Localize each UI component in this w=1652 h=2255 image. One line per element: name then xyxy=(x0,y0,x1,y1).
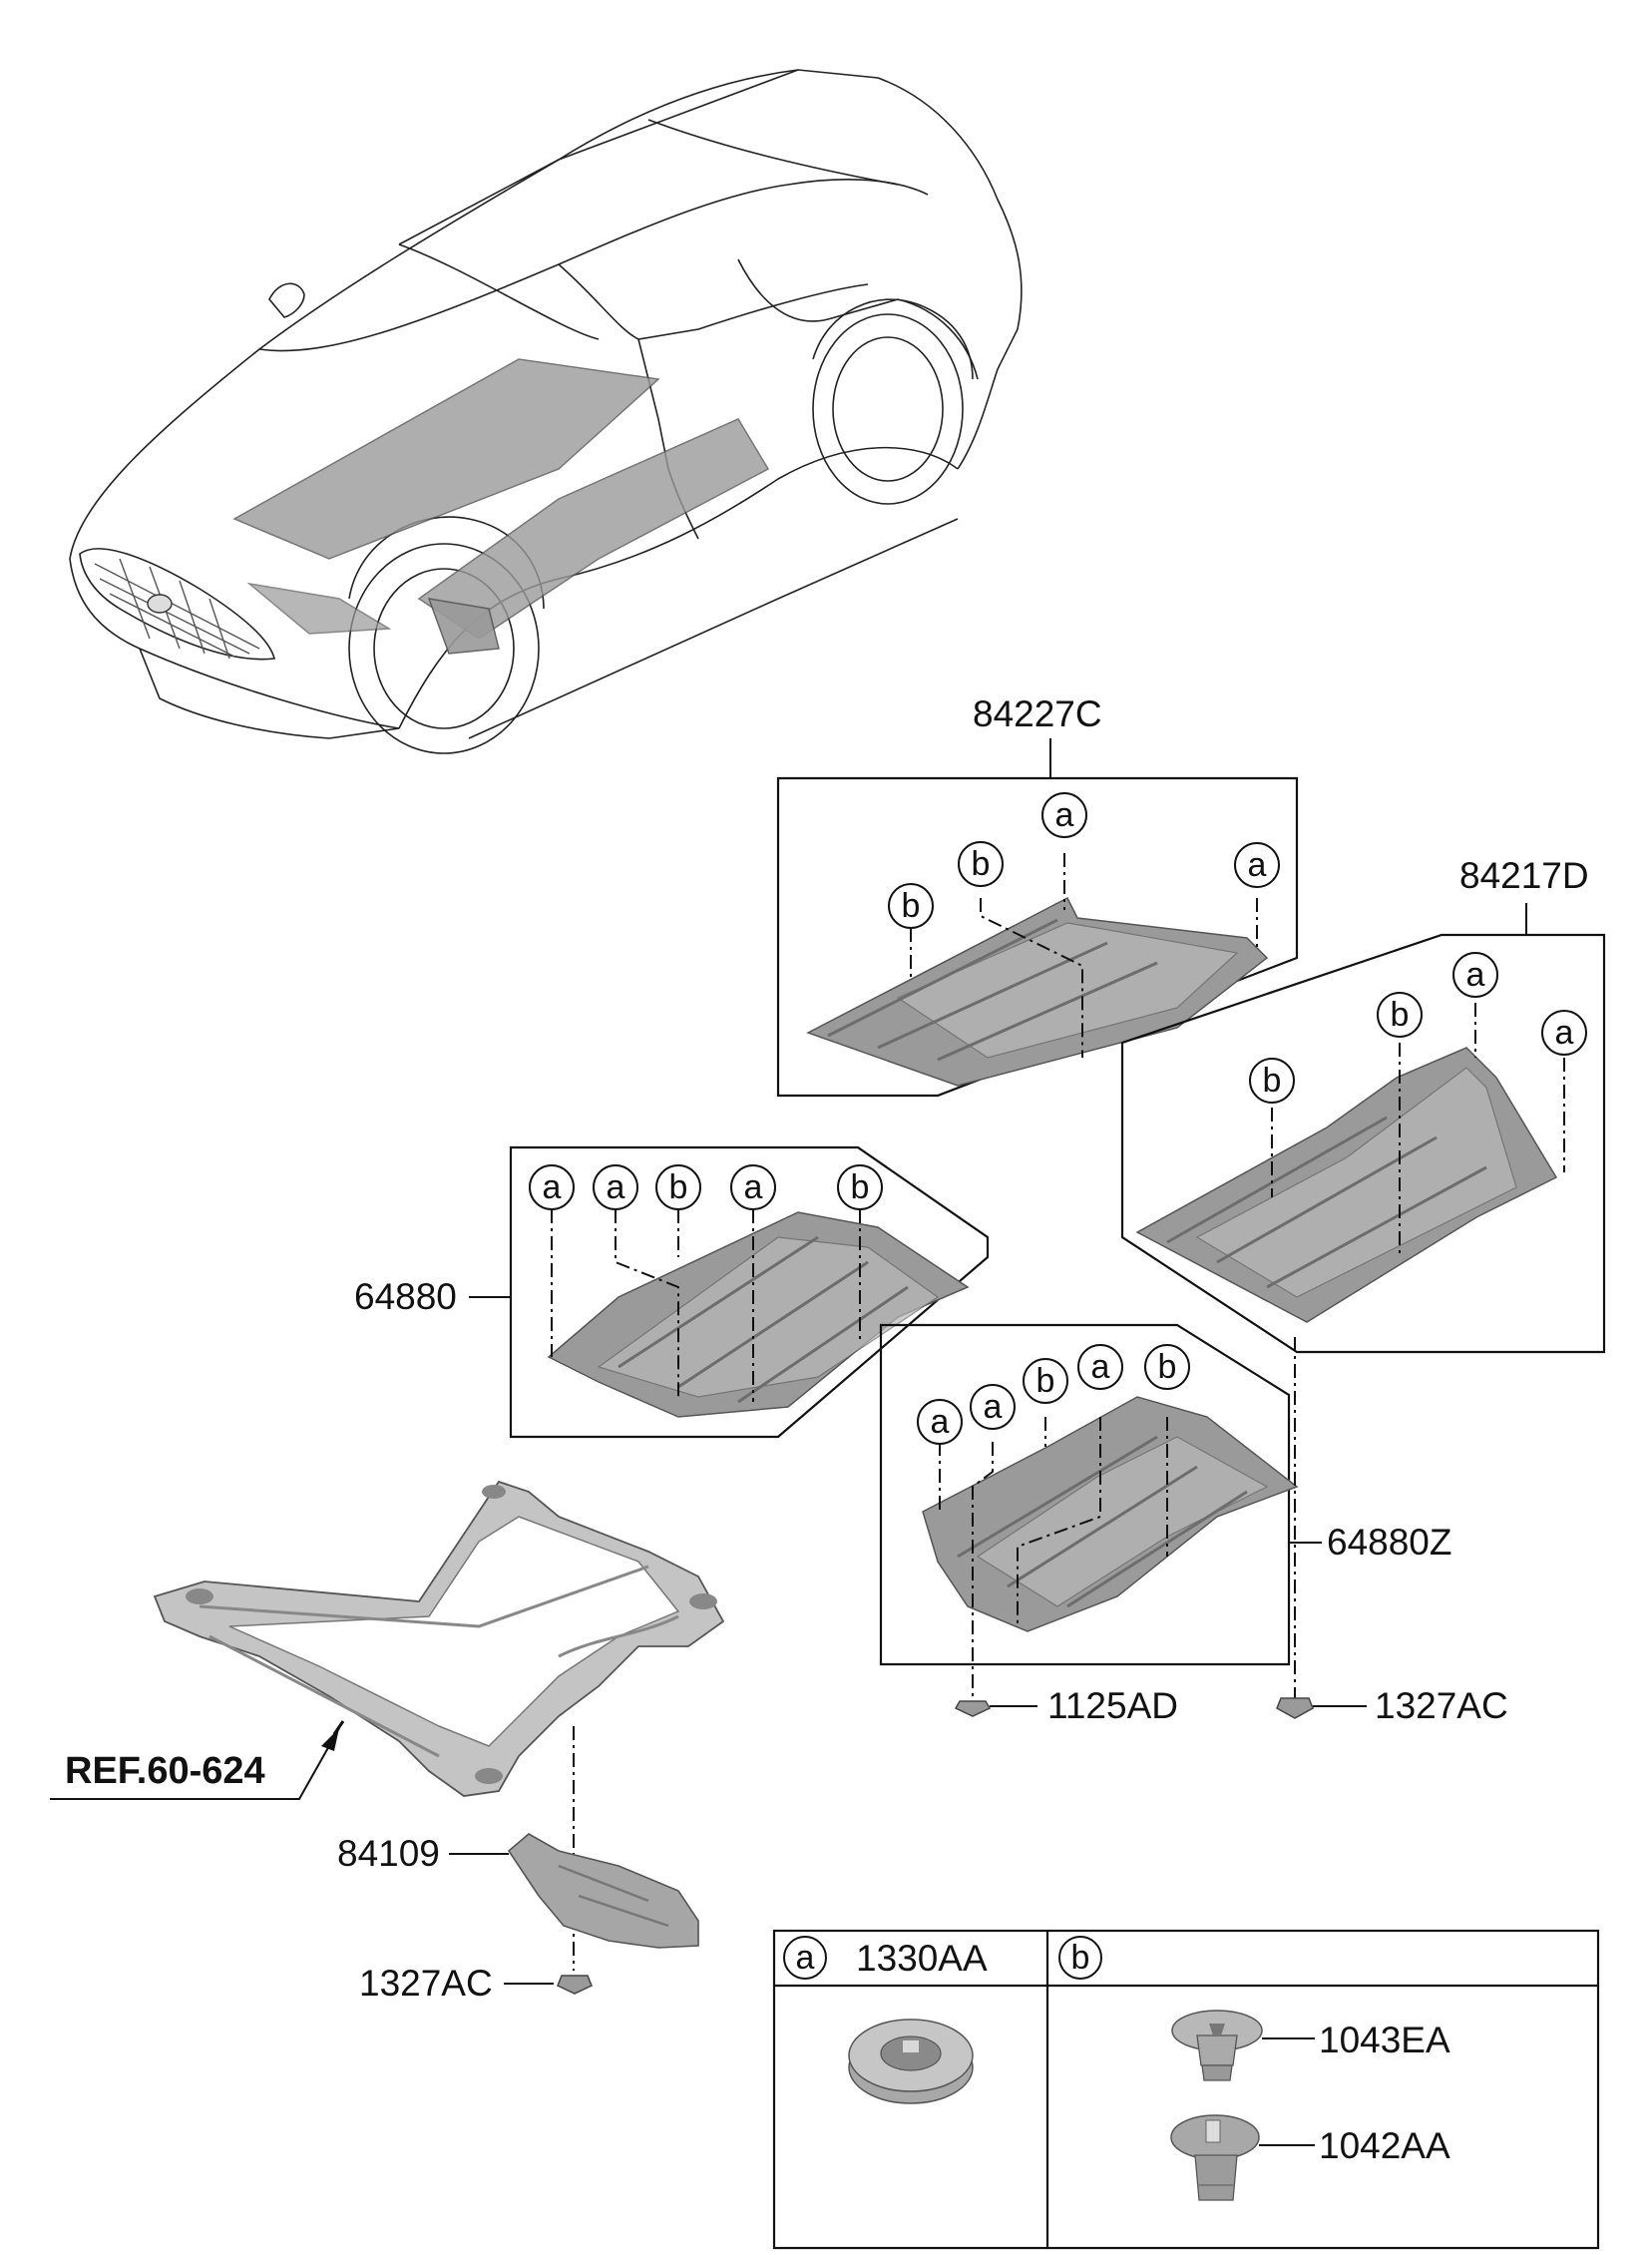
marker-b: b xyxy=(1249,1058,1295,1104)
nut-1327AC: 1327AC xyxy=(1276,1685,1508,1726)
reference-callout: REF.60-624 xyxy=(50,1720,345,1800)
part-label-64880: 64880 xyxy=(354,1276,457,1317)
svg-text:a: a xyxy=(744,1168,763,1206)
part-group-84217D: 84217D a b b a xyxy=(1120,855,1606,1354)
part-group-64880Z: 64880Z a a b a b xyxy=(879,1323,1452,1701)
legend-part-1042AA: 1042AA xyxy=(1319,2125,1450,2166)
part-label-1327AC-right: 1327AC xyxy=(1375,1685,1508,1726)
ref-label: REF.60-624 xyxy=(65,1750,265,1792)
svg-text:a: a xyxy=(1466,956,1485,994)
marker-b: b xyxy=(837,1164,883,1210)
part-label-64880Z: 64880Z xyxy=(1327,1522,1452,1563)
svg-text:a: a xyxy=(1055,796,1074,834)
svg-text:b: b xyxy=(1391,996,1410,1034)
marker-b: b xyxy=(958,841,1004,887)
svg-text:b: b xyxy=(972,845,991,883)
marker-a: a xyxy=(1041,792,1087,838)
marker-b: b xyxy=(888,883,934,929)
marker-a: a xyxy=(1452,952,1498,998)
part-label-84227C: 84227C xyxy=(973,693,1102,734)
legend-marker-b: b xyxy=(1058,1936,1102,1980)
svg-text:b: b xyxy=(1036,1362,1055,1400)
svg-text:b: b xyxy=(851,1168,870,1206)
grommet-1330AA-illustration xyxy=(848,2019,974,2104)
svg-text:b: b xyxy=(669,1168,688,1206)
svg-text:a: a xyxy=(607,1168,625,1206)
fastener-legend-table: a 1330AA b 1043EA 1042AA xyxy=(772,1929,1600,2250)
vehicle-illustration xyxy=(69,69,1023,754)
marker-b: b xyxy=(1023,1358,1068,1404)
marker-b: b xyxy=(655,1164,701,1210)
marker-a: a xyxy=(1541,1010,1587,1056)
clip-1042AA-illustration: 1042AA xyxy=(1170,2114,1450,2201)
marker-a: a xyxy=(593,1164,638,1210)
marker-b: b xyxy=(1377,992,1423,1038)
svg-text:b: b xyxy=(1071,1939,1090,1977)
marker-a: a xyxy=(730,1164,776,1210)
svg-text:a: a xyxy=(1091,1348,1110,1386)
bolt-1125AD: 1125AD xyxy=(954,1685,1178,1726)
marker-a: a xyxy=(1234,842,1280,888)
part-label-1125AD: 1125AD xyxy=(1047,1685,1178,1726)
legend-part-1043EA: 1043EA xyxy=(1319,2020,1450,2060)
svg-text:a: a xyxy=(984,1388,1003,1426)
svg-text:b: b xyxy=(902,887,921,925)
marker-b: b xyxy=(1144,1344,1190,1390)
marker-a: a xyxy=(970,1384,1016,1430)
legend-part-1330AA: 1330AA xyxy=(856,1938,988,1979)
marker-a: a xyxy=(1077,1344,1123,1390)
svg-text:a: a xyxy=(1555,1014,1574,1052)
subframe-illustration xyxy=(153,1480,725,1971)
marker-a: a xyxy=(529,1164,575,1210)
part-group-84109: 84109 xyxy=(337,1833,699,1949)
legend-marker-a: a xyxy=(783,1936,827,1980)
svg-text:a: a xyxy=(931,1403,950,1441)
svg-text:b: b xyxy=(1158,1348,1177,1386)
marker-a: a xyxy=(917,1399,963,1445)
part-label-84217D: 84217D xyxy=(1459,855,1589,896)
part-label-1327AC-left: 1327AC xyxy=(359,1963,493,2004)
nut-1327AC-left: 1327AC xyxy=(359,1963,593,2004)
svg-text:a: a xyxy=(796,1939,815,1977)
part-group-84227C: 84227C a b b a xyxy=(776,693,1299,1098)
svg-text:a: a xyxy=(543,1168,562,1206)
part-label-84109: 84109 xyxy=(337,1833,440,1874)
part-group-64880: 64880 a a b a b xyxy=(354,1145,990,1439)
svg-text:b: b xyxy=(1263,1062,1282,1100)
svg-text:a: a xyxy=(1248,846,1267,884)
clip-1043EA-illustration: 1043EA xyxy=(1171,2010,1450,2081)
